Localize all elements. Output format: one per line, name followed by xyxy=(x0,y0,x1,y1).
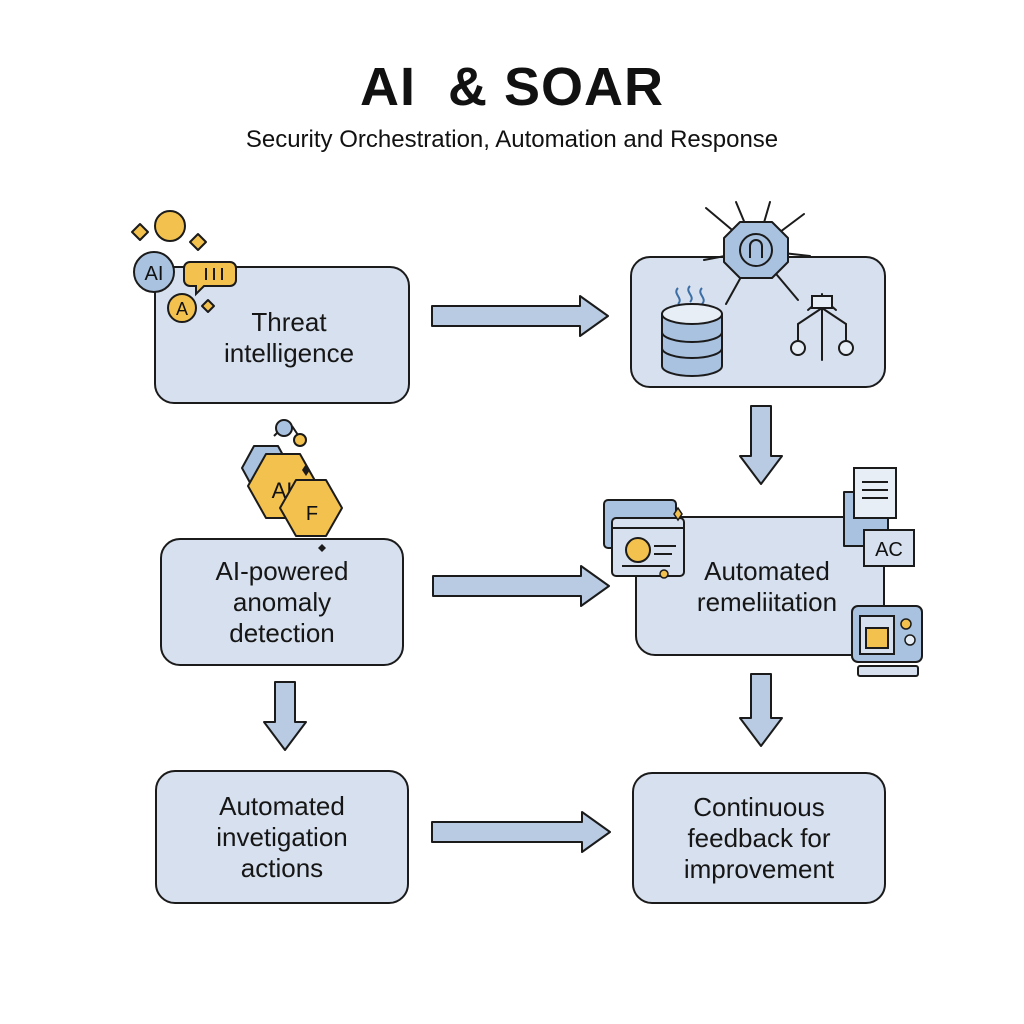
browser-window-icon xyxy=(603,499,685,579)
arrow-anomaly-to-remediation xyxy=(432,565,610,607)
a-badge-icon: A xyxy=(167,293,197,323)
arrow-threat-to-data xyxy=(431,295,609,337)
threat-icon-cluster: AI A xyxy=(131,210,237,323)
flow-tree-icon xyxy=(790,293,854,361)
dashboard-icon xyxy=(851,605,923,677)
document-icon: AC xyxy=(843,467,915,567)
database-icon xyxy=(661,285,723,377)
sparkle-icon xyxy=(131,223,215,313)
f-hex-label: F xyxy=(306,503,318,525)
arrow-data-to-remediation xyxy=(739,405,783,485)
network-hub-icon xyxy=(703,201,811,305)
chat-bubble-icon xyxy=(183,261,237,297)
automated-investigation-box: Automated invetigation actions xyxy=(155,770,409,904)
a-badge-label: A xyxy=(176,299,188,319)
plus-node-icon xyxy=(275,419,293,437)
continuous-feedback-box: Continuous feedback for improvement xyxy=(632,772,886,904)
diagram-title: AI & SOAR xyxy=(359,57,665,117)
ac-doc-label: AC xyxy=(875,539,903,561)
arrow-anomaly-to-investigation xyxy=(263,681,307,751)
arrow-remediation-to-feedback xyxy=(739,673,783,747)
anomaly-detection-box: AI-powered anomaly detection xyxy=(160,538,404,666)
yellow-dot-icon xyxy=(154,210,186,242)
ai-badge-icon: AI xyxy=(133,251,175,293)
arrow-investigation-to-feedback xyxy=(431,811,611,853)
diagram-subtitle: Security Orchestration, Automation and R… xyxy=(245,126,779,153)
ai-badge-label: AI xyxy=(145,263,164,285)
hexagon-cluster-icon: AI F xyxy=(241,419,343,552)
